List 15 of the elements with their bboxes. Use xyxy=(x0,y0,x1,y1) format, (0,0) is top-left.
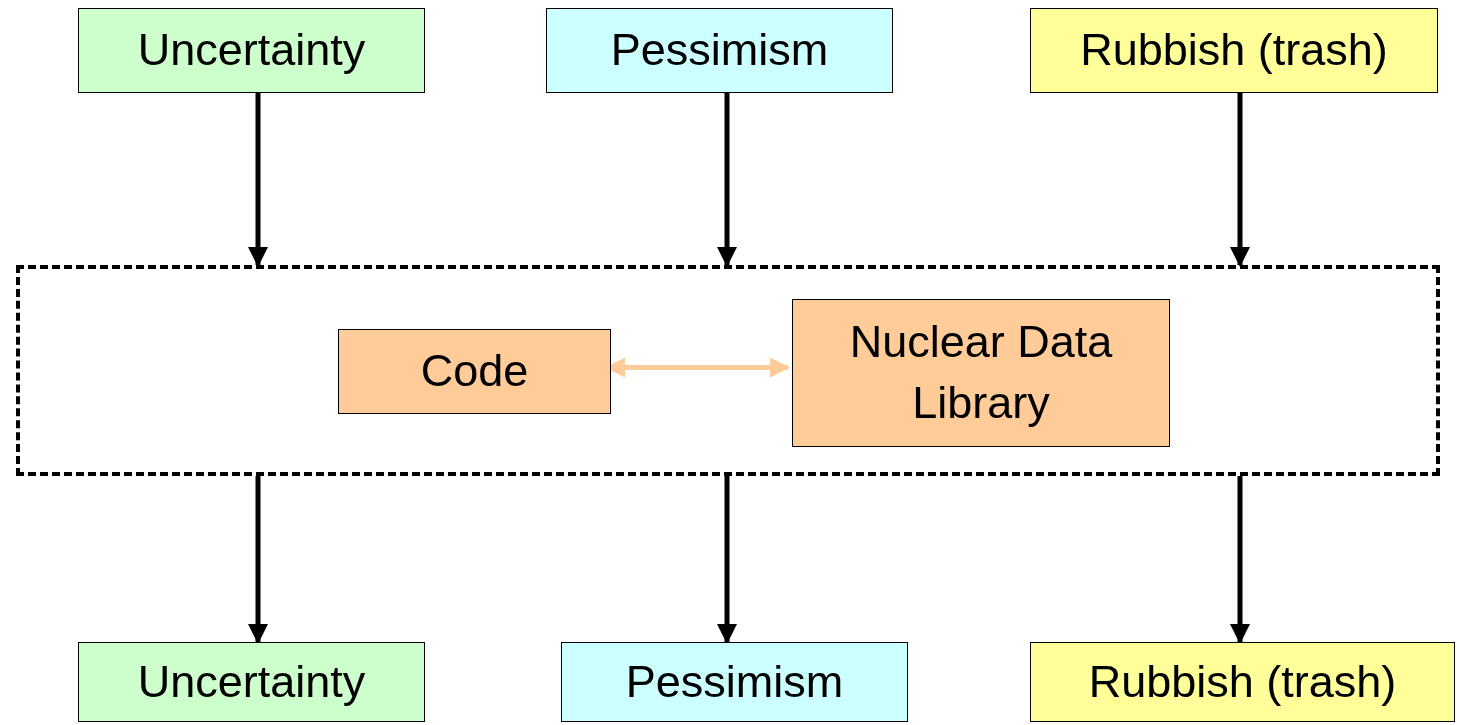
arrow xyxy=(1230,476,1250,644)
dashed-group-box xyxy=(16,265,1440,476)
process-box: Pessimism xyxy=(546,8,893,93)
arrow xyxy=(248,476,268,644)
arrow xyxy=(1230,93,1250,267)
process-box: Pessimism xyxy=(561,642,908,722)
process-box: Nuclear Data Library xyxy=(792,299,1170,447)
arrow xyxy=(717,476,737,644)
process-box: Uncertainty xyxy=(78,642,425,722)
arrow xyxy=(717,93,737,267)
process-box: Code xyxy=(338,329,611,414)
process-box: Rubbish (trash) xyxy=(1030,8,1438,93)
arrow xyxy=(248,93,268,267)
process-box: Rubbish (trash) xyxy=(1030,642,1455,722)
process-box: Uncertainty xyxy=(78,8,425,93)
